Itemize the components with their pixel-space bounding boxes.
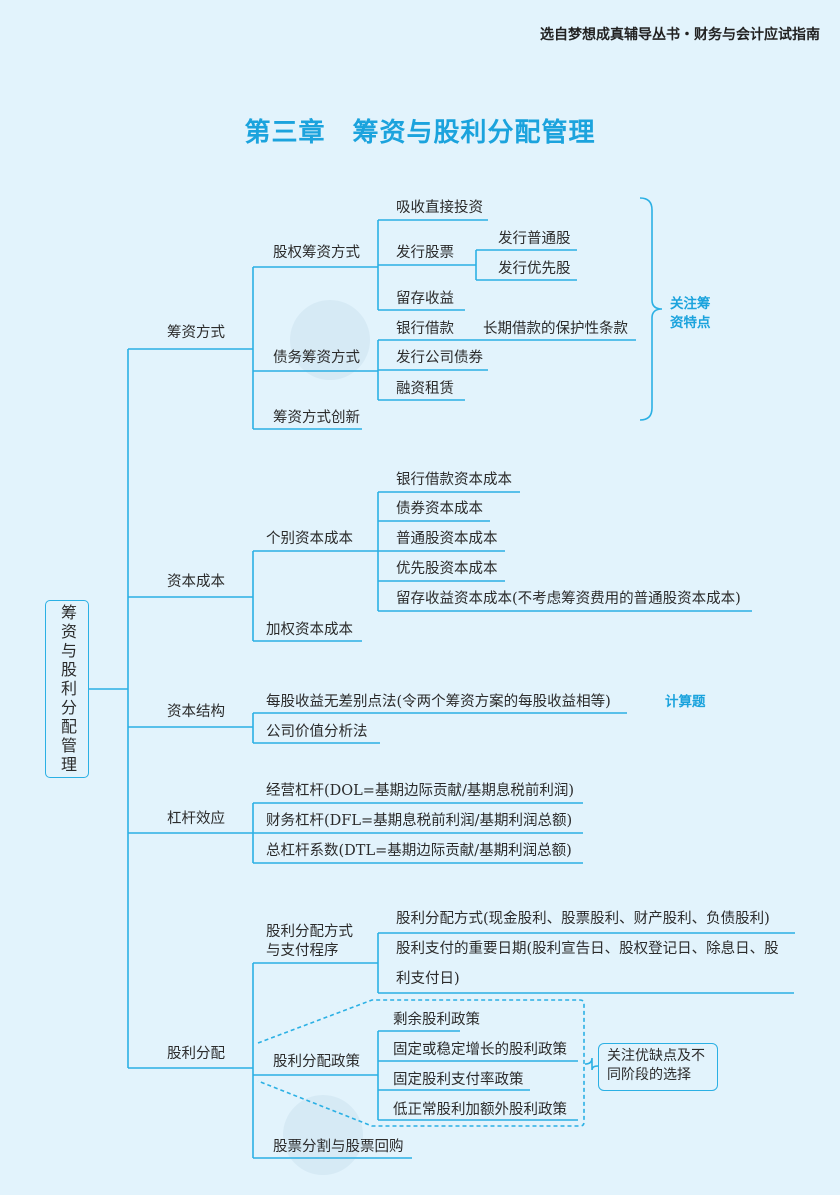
list-item: 利支付日) bbox=[396, 971, 460, 987]
list-item: 总杠杆系数(DTL=基期边际贡献/基期利润总额) bbox=[266, 843, 572, 859]
list-item: 发行普通股 bbox=[498, 231, 571, 247]
label-line: 与支付程序 bbox=[266, 943, 339, 959]
book-header: 选自梦想成真辅导丛书・财务与会计应试指南 bbox=[540, 27, 820, 43]
list-item: 低正常股利加额外股利政策 bbox=[393, 1102, 567, 1118]
node-dividend-method: 股利分配方式与支付程序 bbox=[266, 923, 353, 961]
list-item: 留存收益资本成本(不考虑筹资费用的普通股资本成本) bbox=[396, 591, 741, 607]
policy-note-box: 关注优缺点及不同阶段的选择 bbox=[598, 1043, 718, 1091]
node-capital-cost: 资本成本 bbox=[167, 574, 225, 590]
list-item: 每股收益无差别点法(令两个筹资方案的每股收益相等) bbox=[266, 694, 611, 710]
watermark-logo bbox=[290, 300, 370, 380]
list-item: 优先股资本成本 bbox=[396, 561, 498, 577]
list-item: 普通股资本成本 bbox=[396, 531, 498, 547]
list-item: 固定或稳定增长的股利政策 bbox=[393, 1042, 567, 1058]
list-item: 吸收直接投资 bbox=[396, 200, 483, 216]
node-innovation: 筹资方式创新 bbox=[273, 410, 360, 426]
list-item: 留存收益 bbox=[396, 291, 454, 307]
list-item: 剩余股利政策 bbox=[393, 1012, 480, 1028]
financing-note: 关注筹资特点 bbox=[670, 295, 711, 333]
node-individual-cost: 个别资本成本 bbox=[266, 531, 353, 547]
root-label: 筹资与股利分配管理 bbox=[58, 603, 77, 775]
loan-note: 长期借款的保护性条款 bbox=[483, 321, 628, 337]
list-item: 公司价值分析法 bbox=[266, 724, 368, 740]
note-line: 关注筹 bbox=[670, 296, 711, 312]
list-item: 经营杠杆(DOL=基期边际贡献/基期息税前利润) bbox=[266, 783, 574, 799]
list-item: 股利分配方式(现金股利、股票股利、财产股利、负债股利) bbox=[396, 911, 770, 927]
list-item: 发行公司债券 bbox=[396, 350, 483, 366]
calc-note: 计算题 bbox=[665, 694, 706, 710]
list-item: 固定股利支付率政策 bbox=[393, 1072, 524, 1088]
node-weighted-cost: 加权资本成本 bbox=[266, 622, 353, 638]
node-capital-structure: 资本结构 bbox=[167, 704, 225, 720]
node-financing: 筹资方式 bbox=[167, 325, 225, 341]
node-dividend: 股利分配 bbox=[167, 1046, 225, 1062]
list-item: 发行股票 bbox=[396, 245, 454, 261]
list-item: 财务杠杆(DFL=基期息税前利润/基期利润总额) bbox=[266, 813, 573, 829]
note-line: 资特点 bbox=[670, 315, 711, 331]
note-line: 同阶段的选择 bbox=[607, 1067, 691, 1083]
list-item: 银行借款 bbox=[396, 321, 454, 337]
root-node: 筹资与股利分配管理 bbox=[45, 600, 89, 778]
node-debt: 债务筹资方式 bbox=[273, 350, 360, 366]
list-item: 融资租赁 bbox=[396, 381, 454, 397]
chapter-title: 第三章 筹资与股利分配管理 bbox=[244, 118, 596, 148]
node-stock-split: 股票分割与股票回购 bbox=[273, 1139, 404, 1155]
list-item: 债券资本成本 bbox=[396, 501, 483, 517]
node-equity: 股权筹资方式 bbox=[273, 245, 360, 261]
node-leverage: 杠杆效应 bbox=[167, 811, 225, 827]
note-line: 关注优缺点及不 bbox=[607, 1048, 705, 1064]
watermark-logo bbox=[283, 1095, 363, 1175]
label-line: 股利分配方式 bbox=[266, 924, 353, 940]
node-dividend-policy: 股利分配政策 bbox=[273, 1054, 360, 1070]
list-item: 银行借款资本成本 bbox=[396, 472, 512, 488]
list-item: 发行优先股 bbox=[498, 261, 571, 277]
list-item: 股利支付的重要日期(股利宣告日、股权登记日、除息日、股 bbox=[396, 941, 779, 957]
